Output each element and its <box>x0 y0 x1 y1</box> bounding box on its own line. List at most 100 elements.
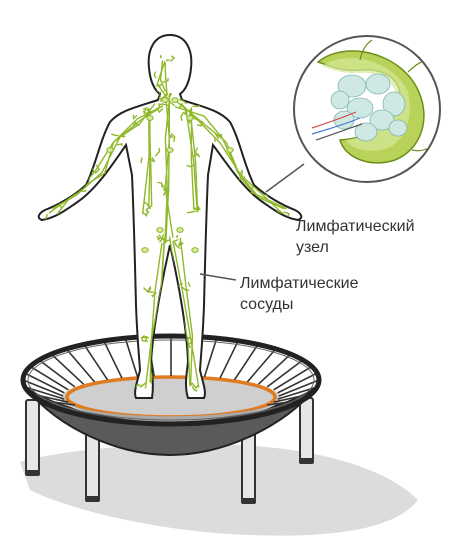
spring <box>24 372 65 394</box>
lymph-vessel-branch <box>143 201 151 210</box>
lymph-vessel <box>164 97 174 238</box>
leader-line-node <box>265 163 305 193</box>
lymph-node-follicle <box>354 122 378 142</box>
spring <box>38 359 76 388</box>
lymph-vessel-branch <box>186 210 196 214</box>
lymph-vessel-branch <box>116 143 123 147</box>
lymph-vessel <box>149 242 163 383</box>
spring <box>266 359 304 388</box>
leader-line-vessels <box>199 273 237 281</box>
lymph-vessel-branch <box>181 286 190 291</box>
lymph-vessel <box>142 107 150 215</box>
lymph-vessel-branch <box>264 193 269 197</box>
lymph-vessel-branch <box>240 169 243 177</box>
lymph-vessel-branch <box>91 168 95 173</box>
lymph-node-dot <box>166 147 174 153</box>
lymph-vessel <box>179 237 194 385</box>
label-lymph-node-line2: узел <box>296 239 329 256</box>
lymph-vessel-branch <box>103 178 107 188</box>
label-lymph-vessels: Лимфатические сосуды <box>240 273 358 315</box>
lymph-vessel-branch <box>174 241 181 250</box>
lymph-node-dot <box>226 147 234 153</box>
lymph-vessel-branch <box>158 234 164 241</box>
spring <box>278 379 320 397</box>
lymph-node-follicle <box>330 90 350 110</box>
lymph-vessel <box>156 61 169 100</box>
lymph-vessel-branch <box>44 213 48 222</box>
lymph-vessel-branch <box>192 385 198 392</box>
lymph-vessel-branch <box>150 157 156 163</box>
spring <box>50 353 85 385</box>
lymph-node-follicle <box>382 91 406 117</box>
label-lymph-node-line1: Лимфатический <box>296 218 415 235</box>
lymph-vessel <box>190 107 195 210</box>
trampoline-frame <box>20 333 322 427</box>
label-lymph-node: Лимфатический узел <box>296 216 415 258</box>
lymph-vessel <box>165 98 171 243</box>
spring <box>277 372 318 394</box>
lymph-vessel-branch <box>170 55 176 62</box>
lymph-vessel-branch <box>140 157 143 163</box>
lymph-vessel <box>52 103 156 209</box>
spring <box>30 392 69 403</box>
lymph-node-dot <box>146 115 154 121</box>
lymph-vessel-branch <box>283 211 291 217</box>
lymph-vessel-branch <box>172 134 176 143</box>
spring <box>246 348 277 383</box>
spring <box>65 348 96 383</box>
lymph-vessel-branch <box>187 282 191 287</box>
lymph-node-dot <box>186 115 194 121</box>
lymph-vessel-branch <box>154 147 161 157</box>
lymph-vessel-branch <box>192 207 200 212</box>
lymph-vessel-branch <box>218 133 223 138</box>
lymph-vessel-branch <box>179 103 183 109</box>
lymph-vessel <box>164 62 168 96</box>
lymph-nodes-body <box>106 97 234 253</box>
spring <box>219 340 239 379</box>
lymph-vessel <box>159 60 167 93</box>
lymph-vessel <box>172 240 200 388</box>
lymph-vessel-branch <box>161 238 171 242</box>
lymph-vessel-branch <box>193 117 204 123</box>
lymph-vessel-branch <box>139 381 147 388</box>
lymph-node-dot <box>106 147 114 153</box>
lymph-vessel-branch <box>168 92 173 98</box>
lymph-vessel <box>48 105 164 214</box>
lymph-vessel-branch <box>192 105 201 108</box>
spring <box>124 337 139 378</box>
lymph-node-dot <box>171 97 179 103</box>
lymph-vessel-branch <box>132 114 138 121</box>
lymph-node-follicle <box>365 73 391 95</box>
lymph-vessel-branch <box>143 210 148 217</box>
lymph-vessel-branch <box>156 235 161 241</box>
lymph-vessel-branch <box>162 77 169 83</box>
label-lymph-vessels-line1: Лимфатические <box>240 275 359 292</box>
lymph-node-dot <box>141 247 149 253</box>
lymph-vessel-branch <box>194 147 201 158</box>
lymph-vessel-branch <box>178 241 182 246</box>
lymph-vessel <box>148 109 151 208</box>
lymph-vessel <box>174 106 283 214</box>
lymph-node-dot <box>161 97 169 103</box>
lymph-vessel-branch <box>156 107 164 114</box>
spring <box>203 337 218 378</box>
lymph-vessel-branch <box>178 98 187 105</box>
lymph-node-dot <box>191 247 199 253</box>
lymph-vessel-branch <box>158 103 169 106</box>
trampoline-legs <box>25 397 314 501</box>
leg-caps <box>25 458 314 504</box>
lymph-vessel-branch <box>172 239 179 243</box>
spring <box>22 379 64 397</box>
lymph-vessel-branch <box>154 83 163 88</box>
lymph-vessel-branch <box>132 121 137 127</box>
spring <box>273 392 312 403</box>
spring <box>273 365 313 391</box>
lymph-vessel-branch <box>121 135 126 138</box>
lymph-vessel-branch <box>278 210 284 215</box>
trampoline-mat <box>61 376 281 420</box>
lymph-node-dot <box>156 227 164 233</box>
lymph-node-follicle <box>369 109 395 131</box>
lymph-vessel-branch <box>143 286 151 293</box>
lymph-vessel-branch <box>175 234 179 239</box>
lymph-vessels <box>44 54 291 392</box>
